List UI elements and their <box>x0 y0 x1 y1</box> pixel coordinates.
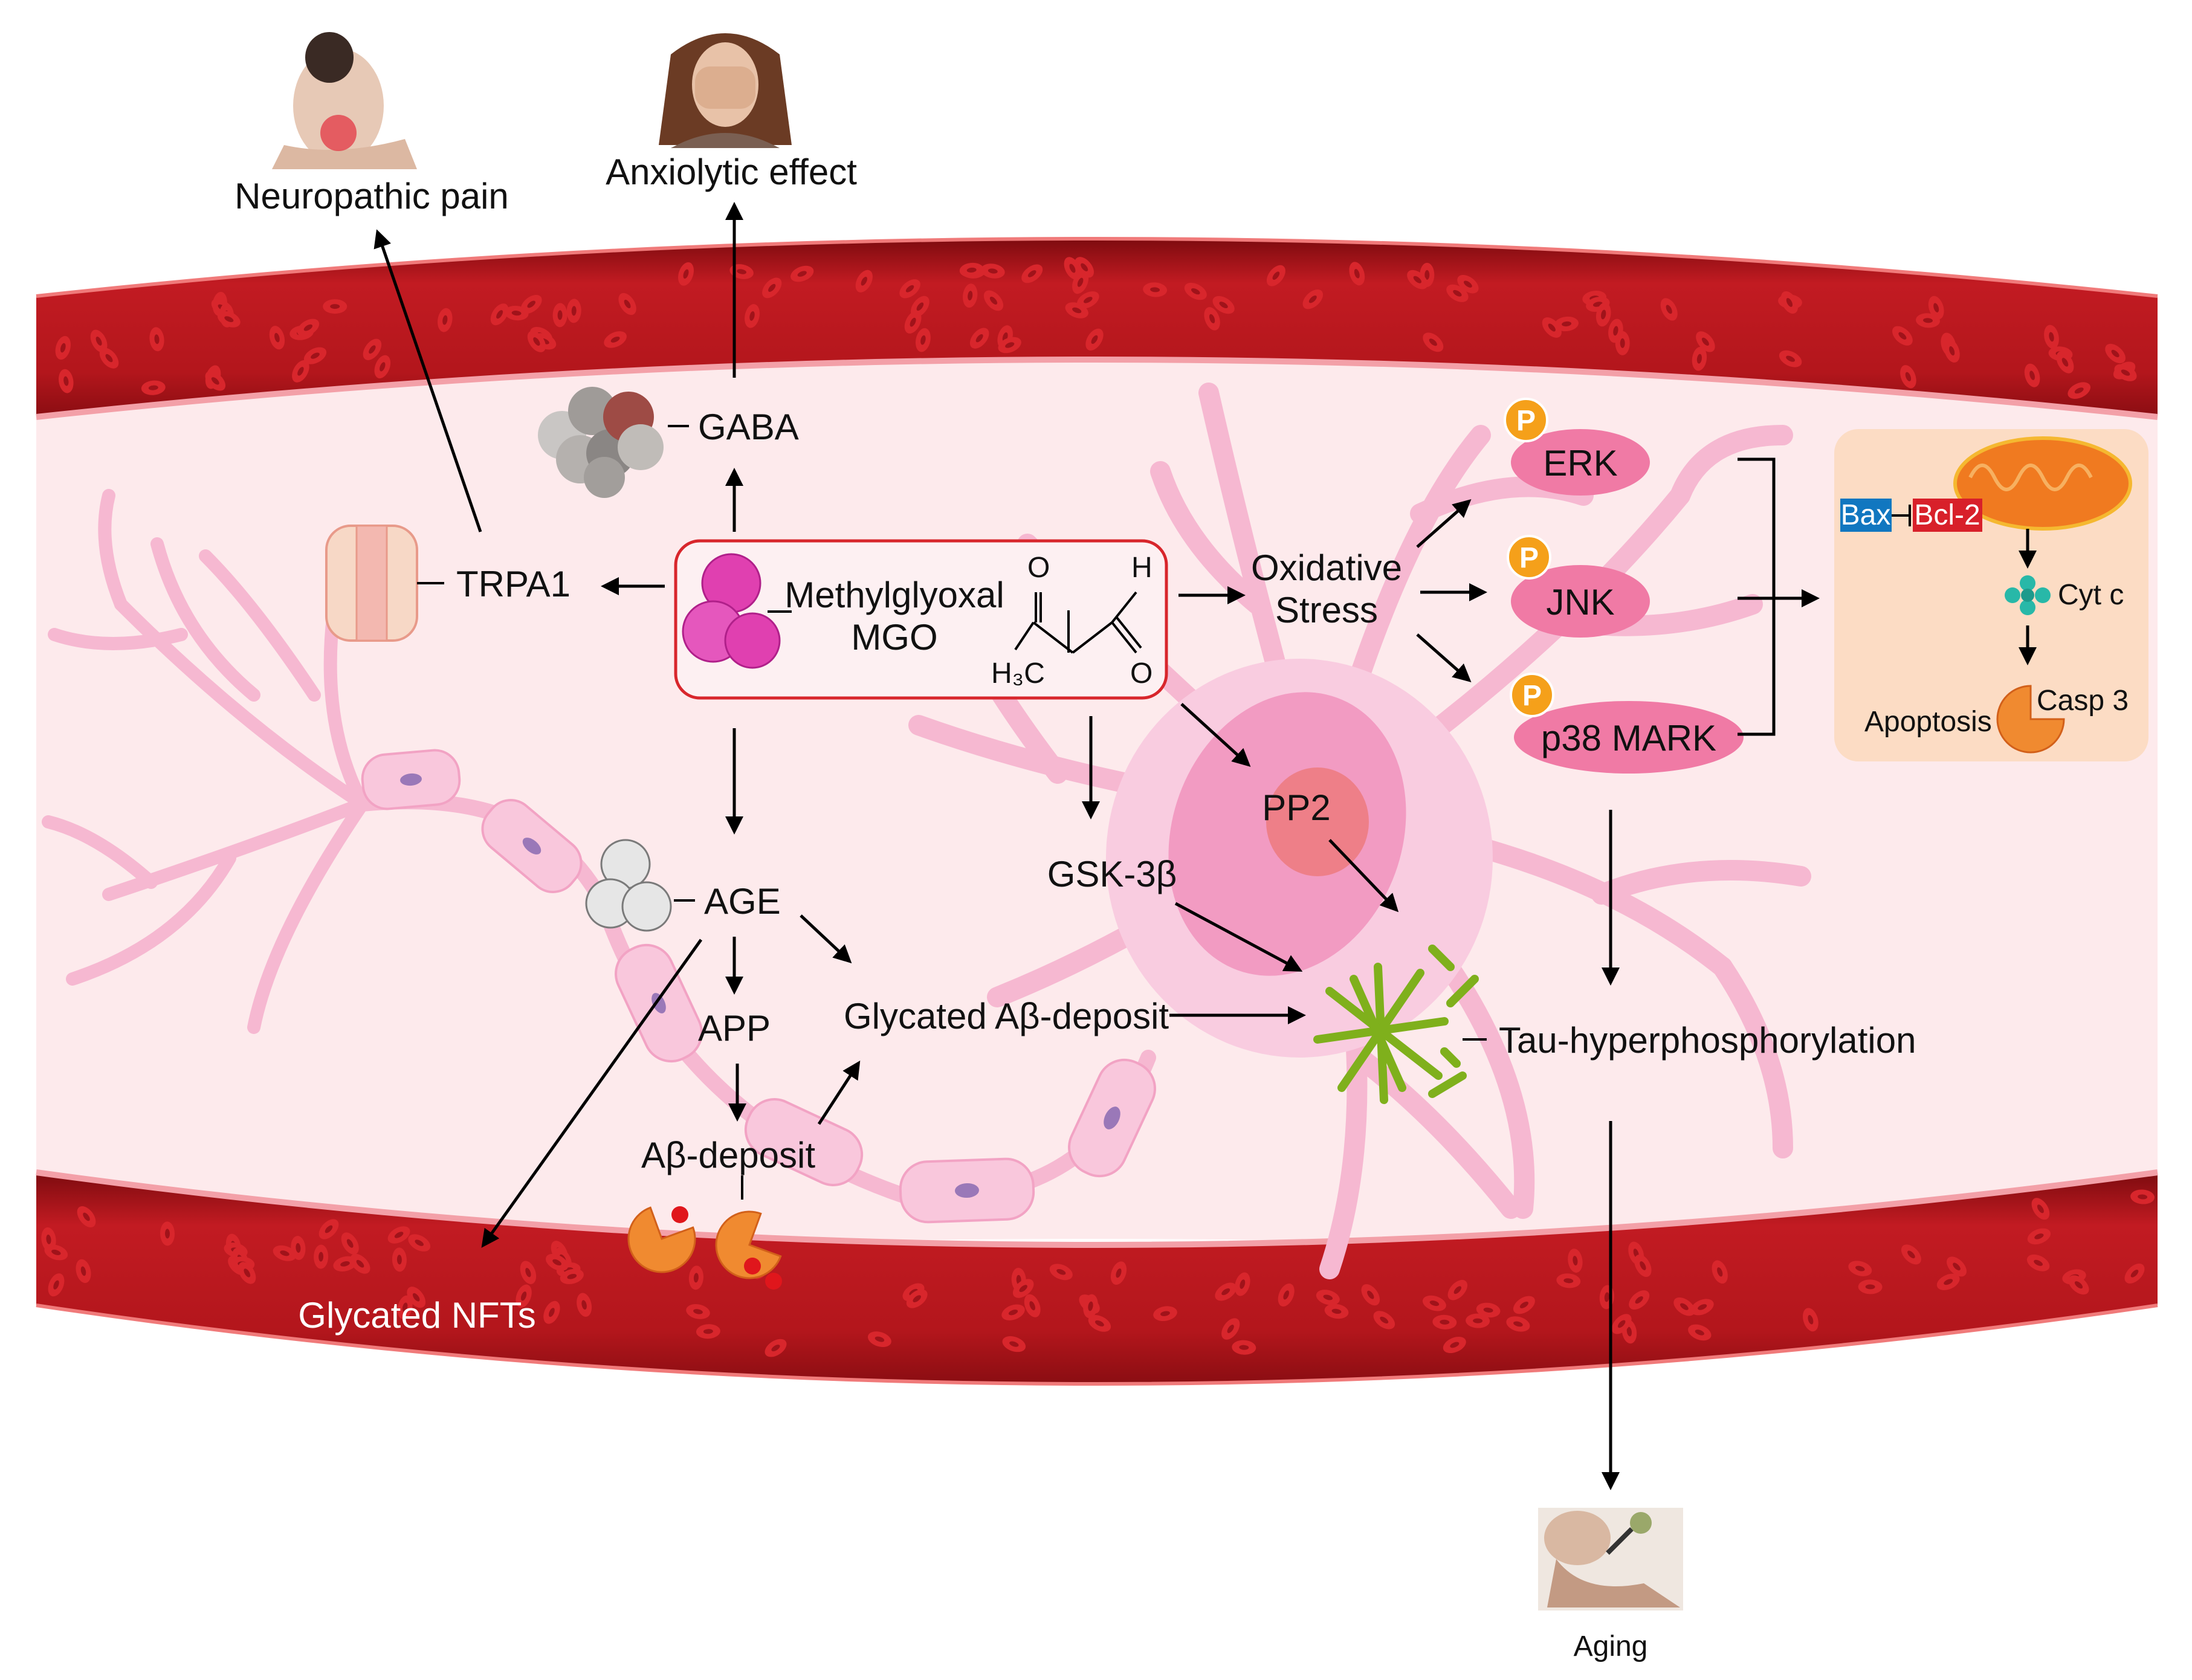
aging-illustration <box>1538 1508 1683 1611</box>
arrow-age-to-nfts <box>481 939 703 1248</box>
arrow-pp2-to-tau <box>1328 839 1399 913</box>
mgo-name: Methylglyoxal <box>784 575 1004 615</box>
anxiolytic-effect-label: Anxiolytic effect <box>606 152 857 192</box>
phospho-badge-jnk <box>1507 535 1551 580</box>
mgo-structure <box>1014 591 1142 654</box>
cytc-label: Cyt c <box>2058 579 2124 611</box>
phospho-label: P <box>1516 405 1536 437</box>
mgo-box <box>674 539 1168 700</box>
mitochondria-icon <box>1953 436 2132 531</box>
glycated-nfts-label: Glycated NFTs <box>298 1295 535 1336</box>
gsk3b-label: GSK-3β <box>1047 854 1177 894</box>
pain-spot <box>320 115 357 151</box>
chem-o-top: O <box>1027 552 1050 584</box>
neuropathic-pain-label: Neuropathic pain <box>234 176 509 216</box>
kinase-erk: P ERK <box>1504 398 1650 496</box>
oxidative-stress-line1: Oxidative <box>1251 548 1402 588</box>
pp2-label: PP2 <box>1262 787 1330 828</box>
chem-o-bottom: O <box>1130 657 1153 690</box>
glycated-abeta-label: Glycated Aβ-deposit <box>844 996 1169 1036</box>
arrow-mgo-to-pp2 <box>1180 703 1251 767</box>
anxiolytic-effect-illustration <box>659 33 792 148</box>
casp3-icon <box>1996 685 2065 754</box>
arrow-trpa1-to-pain <box>373 229 482 532</box>
age-molecule-icon <box>585 839 672 932</box>
neuropathic-pain-illustration <box>272 32 417 169</box>
arrow-abeta-to-glycated <box>817 1060 861 1125</box>
oxidative-stress-line2: Stress <box>1275 590 1378 630</box>
arrow-gsk3b-to-tau <box>1174 902 1303 972</box>
abeta-deposit-label: Aβ-deposit <box>641 1135 815 1175</box>
apoptosis-label: Apoptosis <box>1864 706 1992 738</box>
bax-badge <box>1840 499 1892 532</box>
cytc-icon <box>2005 575 2051 615</box>
bcl2-label: Bcl-2 <box>1914 499 1980 531</box>
mgo-abbr: MGO <box>851 617 937 657</box>
tau-label: Tau-hyperphosphorylation <box>1499 1020 1916 1061</box>
arrow-oxidative-to-p38 <box>1416 633 1472 682</box>
casp3-label: Casp 3 <box>2037 685 2129 717</box>
nucleus <box>1168 692 1406 976</box>
arrow-oxidative-to-erk <box>1416 499 1472 548</box>
trpa1-label: TRPA1 <box>456 564 571 604</box>
trpa1-channel-icon <box>325 525 418 642</box>
mgo-molecule-icon <box>682 553 781 669</box>
arrow-age-to-glycated-abeta <box>800 914 852 964</box>
red-blood-cell <box>1615 331 1630 355</box>
pathway-arrows <box>373 202 1820 1490</box>
gaba-molecule-icon <box>538 387 664 498</box>
myelin-sheaths <box>361 749 1156 1224</box>
apoptosis-panel: Bax Bcl-2 Cyt c Casp 3 Apoptosis <box>1834 429 2148 761</box>
jnk-label: JNK <box>1546 582 1614 622</box>
red-blood-cell <box>323 299 348 314</box>
tau-tangle-icon <box>1313 945 1479 1104</box>
phospho-label: P <box>1519 542 1539 574</box>
age-label: AGE <box>704 881 781 922</box>
chem-h3c: H₃C <box>991 657 1045 690</box>
phospho-badge-p38 <box>1510 673 1554 717</box>
aging-label: Aging <box>1574 1630 1648 1662</box>
bcl2-badge <box>1913 499 1982 532</box>
left-dendrite-tree <box>42 489 369 1034</box>
phospho-badge-erk <box>1504 398 1548 442</box>
kinase-jnk: P JNK <box>1507 535 1650 638</box>
erk-label: ERK <box>1543 443 1617 483</box>
chem-h: H <box>1131 552 1153 584</box>
gaba-label: GABA <box>698 407 799 447</box>
app-label: APP <box>698 1008 771 1048</box>
kinase-p38: P p38 MARK <box>1510 673 1744 774</box>
pp2-nucleolus <box>1266 767 1369 876</box>
secretase-icons <box>627 1175 782 1290</box>
bax-label: Bax <box>1841 499 1891 531</box>
phospho-label: P <box>1522 680 1542 712</box>
p38-label: p38 MARK <box>1541 718 1716 758</box>
